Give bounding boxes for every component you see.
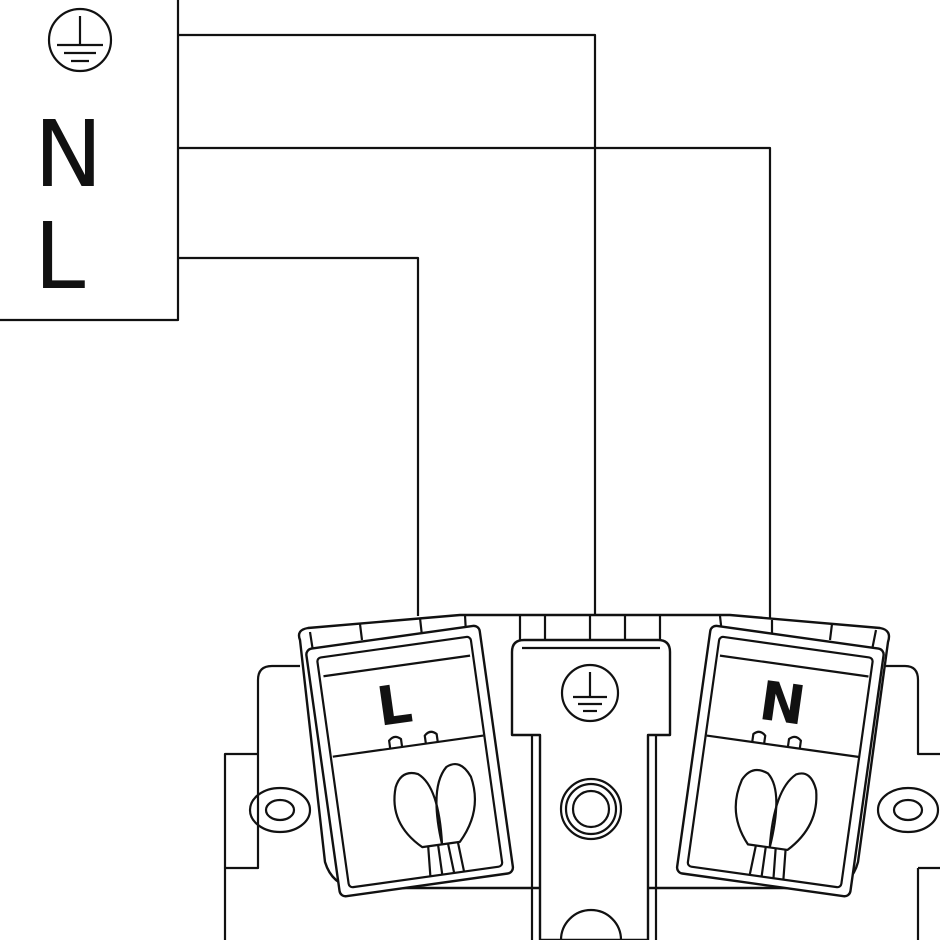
neutral-wire xyxy=(178,146,772,620)
earth-icon xyxy=(47,7,113,73)
live-label: L xyxy=(34,203,85,310)
spring-clamp-icon xyxy=(734,768,818,880)
spring-clamp-icon xyxy=(393,763,477,877)
neutral-label: N xyxy=(34,101,103,208)
earth-wire xyxy=(178,33,597,616)
neutral-terminal-label: N xyxy=(756,669,810,738)
live-wire xyxy=(178,256,420,616)
mounting-hole-left xyxy=(248,786,312,834)
supply-box: N L xyxy=(0,0,180,322)
mounting-hole-right xyxy=(876,786,940,834)
live-terminal: L xyxy=(305,624,515,898)
earth-terminal xyxy=(510,638,672,940)
neutral-terminal: N xyxy=(675,624,885,898)
earth-icon xyxy=(560,663,620,723)
mounting-plate xyxy=(223,664,940,940)
